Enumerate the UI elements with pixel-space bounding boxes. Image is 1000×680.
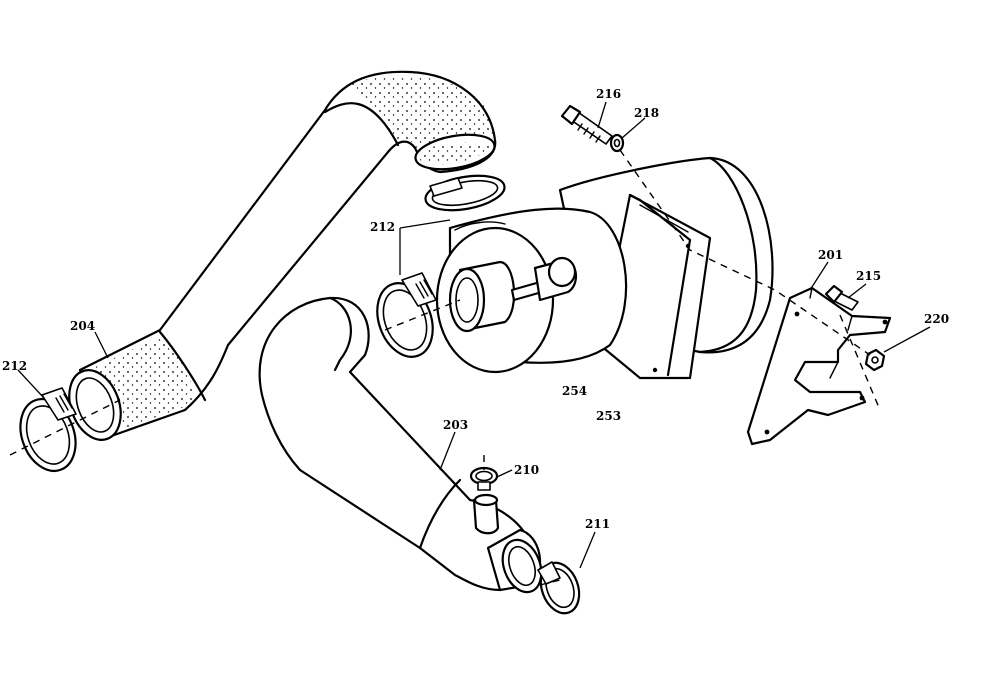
bolt-215 xyxy=(824,284,859,311)
label-216: 216 xyxy=(596,87,621,101)
hose-clamp-212-right xyxy=(376,272,437,358)
label-211: 211 xyxy=(585,517,610,531)
hose-clamp-212-left xyxy=(19,387,77,472)
hose-clamp-210 xyxy=(469,466,499,491)
callout-labels: 204 212 212 216 218 201 215 220 254 253 … xyxy=(2,87,949,531)
air-filter-housing xyxy=(435,156,774,380)
label-203: 203 xyxy=(443,418,468,432)
label-201: 201 xyxy=(818,248,843,262)
label-220: 220 xyxy=(924,312,949,326)
hose-clamp-211 xyxy=(537,561,581,615)
mounting-bracket-201 xyxy=(746,286,892,446)
hose-clamp-top xyxy=(424,174,506,212)
label-218: 218 xyxy=(634,106,659,120)
label-210: 210 xyxy=(514,463,539,477)
intake-hose-203 xyxy=(258,296,543,594)
intake-hose-204 xyxy=(68,70,497,442)
label-253: 253 xyxy=(596,409,621,423)
nut-220 xyxy=(864,348,886,372)
label-212-right: 212 xyxy=(370,220,395,234)
leader-lines xyxy=(17,101,931,569)
washer-218 xyxy=(609,133,625,153)
label-204: 204 xyxy=(70,319,95,333)
alignment-lines xyxy=(9,149,881,586)
label-212-left: 212 xyxy=(2,359,27,373)
label-215: 215 xyxy=(856,269,881,283)
label-254: 254 xyxy=(562,384,587,398)
bolt-216 xyxy=(560,104,613,145)
